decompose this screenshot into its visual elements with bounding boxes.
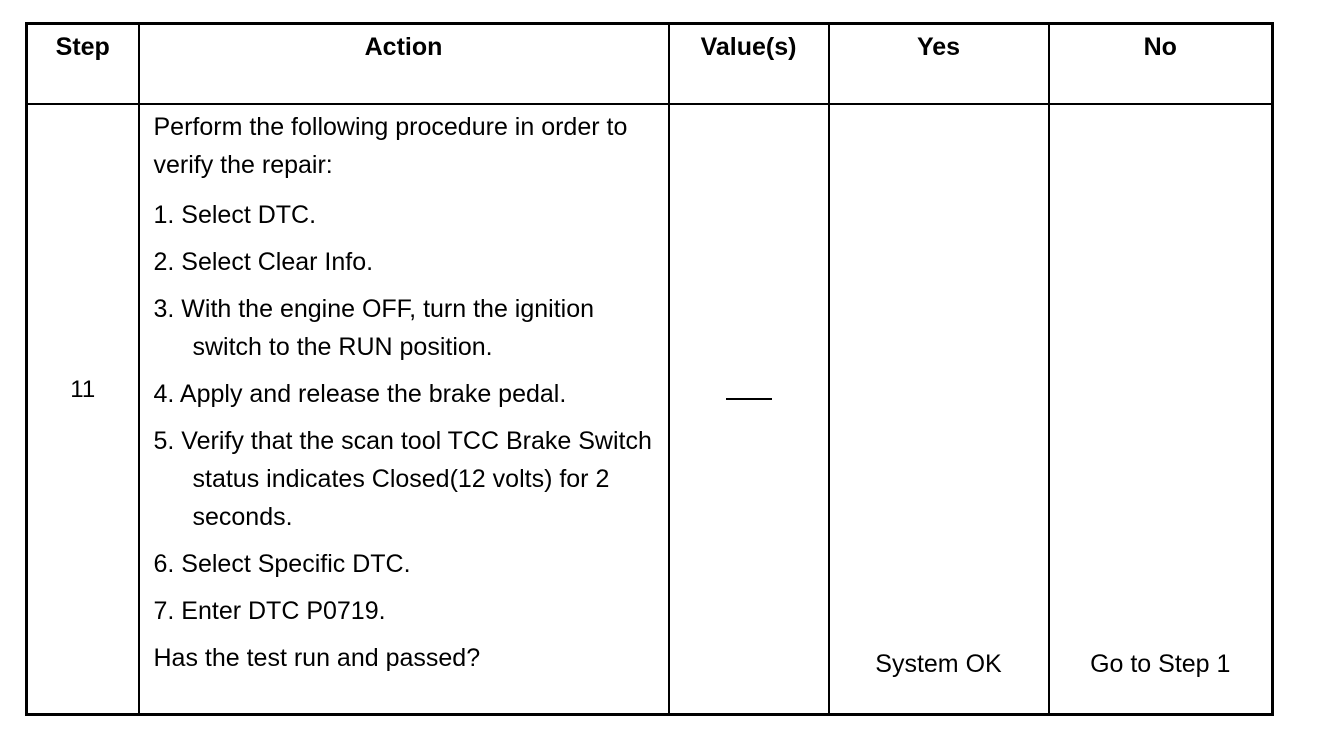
yes-result: System OK bbox=[827, 103, 1050, 716]
header-row: Step Action Value(s) Yes No bbox=[25, 22, 1274, 105]
procedure-step: 7. Enter DTC P0719. bbox=[153, 597, 386, 625]
table-header: Step Action Value(s) Yes No bbox=[25, 22, 1274, 105]
diagnostic-procedure-table: Step Action Value(s) Yes No 11 Perform t… bbox=[25, 22, 1274, 716]
header-action: Action bbox=[137, 22, 670, 105]
procedure-step: 5. Verify that the scan tool TCC Brake S… bbox=[153, 427, 652, 531]
procedure-step: 1. Select DTC. bbox=[153, 201, 317, 229]
procedure-step: 2. Select Clear Info. bbox=[153, 248, 374, 276]
procedure-step: 4. Apply and release the brake pedal. bbox=[153, 380, 567, 408]
header-no: No bbox=[1047, 22, 1274, 105]
procedure-steps-list: 1. Select DTC. 2. Select Clear Info. 3. … bbox=[154, 196, 658, 630]
action-question: Has the test run and passed? bbox=[153, 644, 481, 672]
action-cell: Perform the following procedure in order… bbox=[137, 103, 670, 716]
no-result: Go to Step 1 bbox=[1047, 103, 1274, 716]
header-step: Step bbox=[25, 22, 140, 105]
action-intro: Perform the following procedure in order… bbox=[153, 113, 628, 179]
header-yes: Yes bbox=[827, 22, 1050, 105]
procedure-step: 6. Select Specific DTC. bbox=[153, 550, 411, 578]
step-number: 11 bbox=[25, 103, 140, 716]
table-row: 11 Perform the following procedure in or… bbox=[25, 103, 1274, 716]
value-dash bbox=[725, 398, 772, 400]
procedure-step: 3. With the engine OFF, turn the ignitio… bbox=[153, 295, 595, 361]
value-cell bbox=[667, 103, 830, 716]
header-values: Value(s) bbox=[667, 22, 830, 105]
